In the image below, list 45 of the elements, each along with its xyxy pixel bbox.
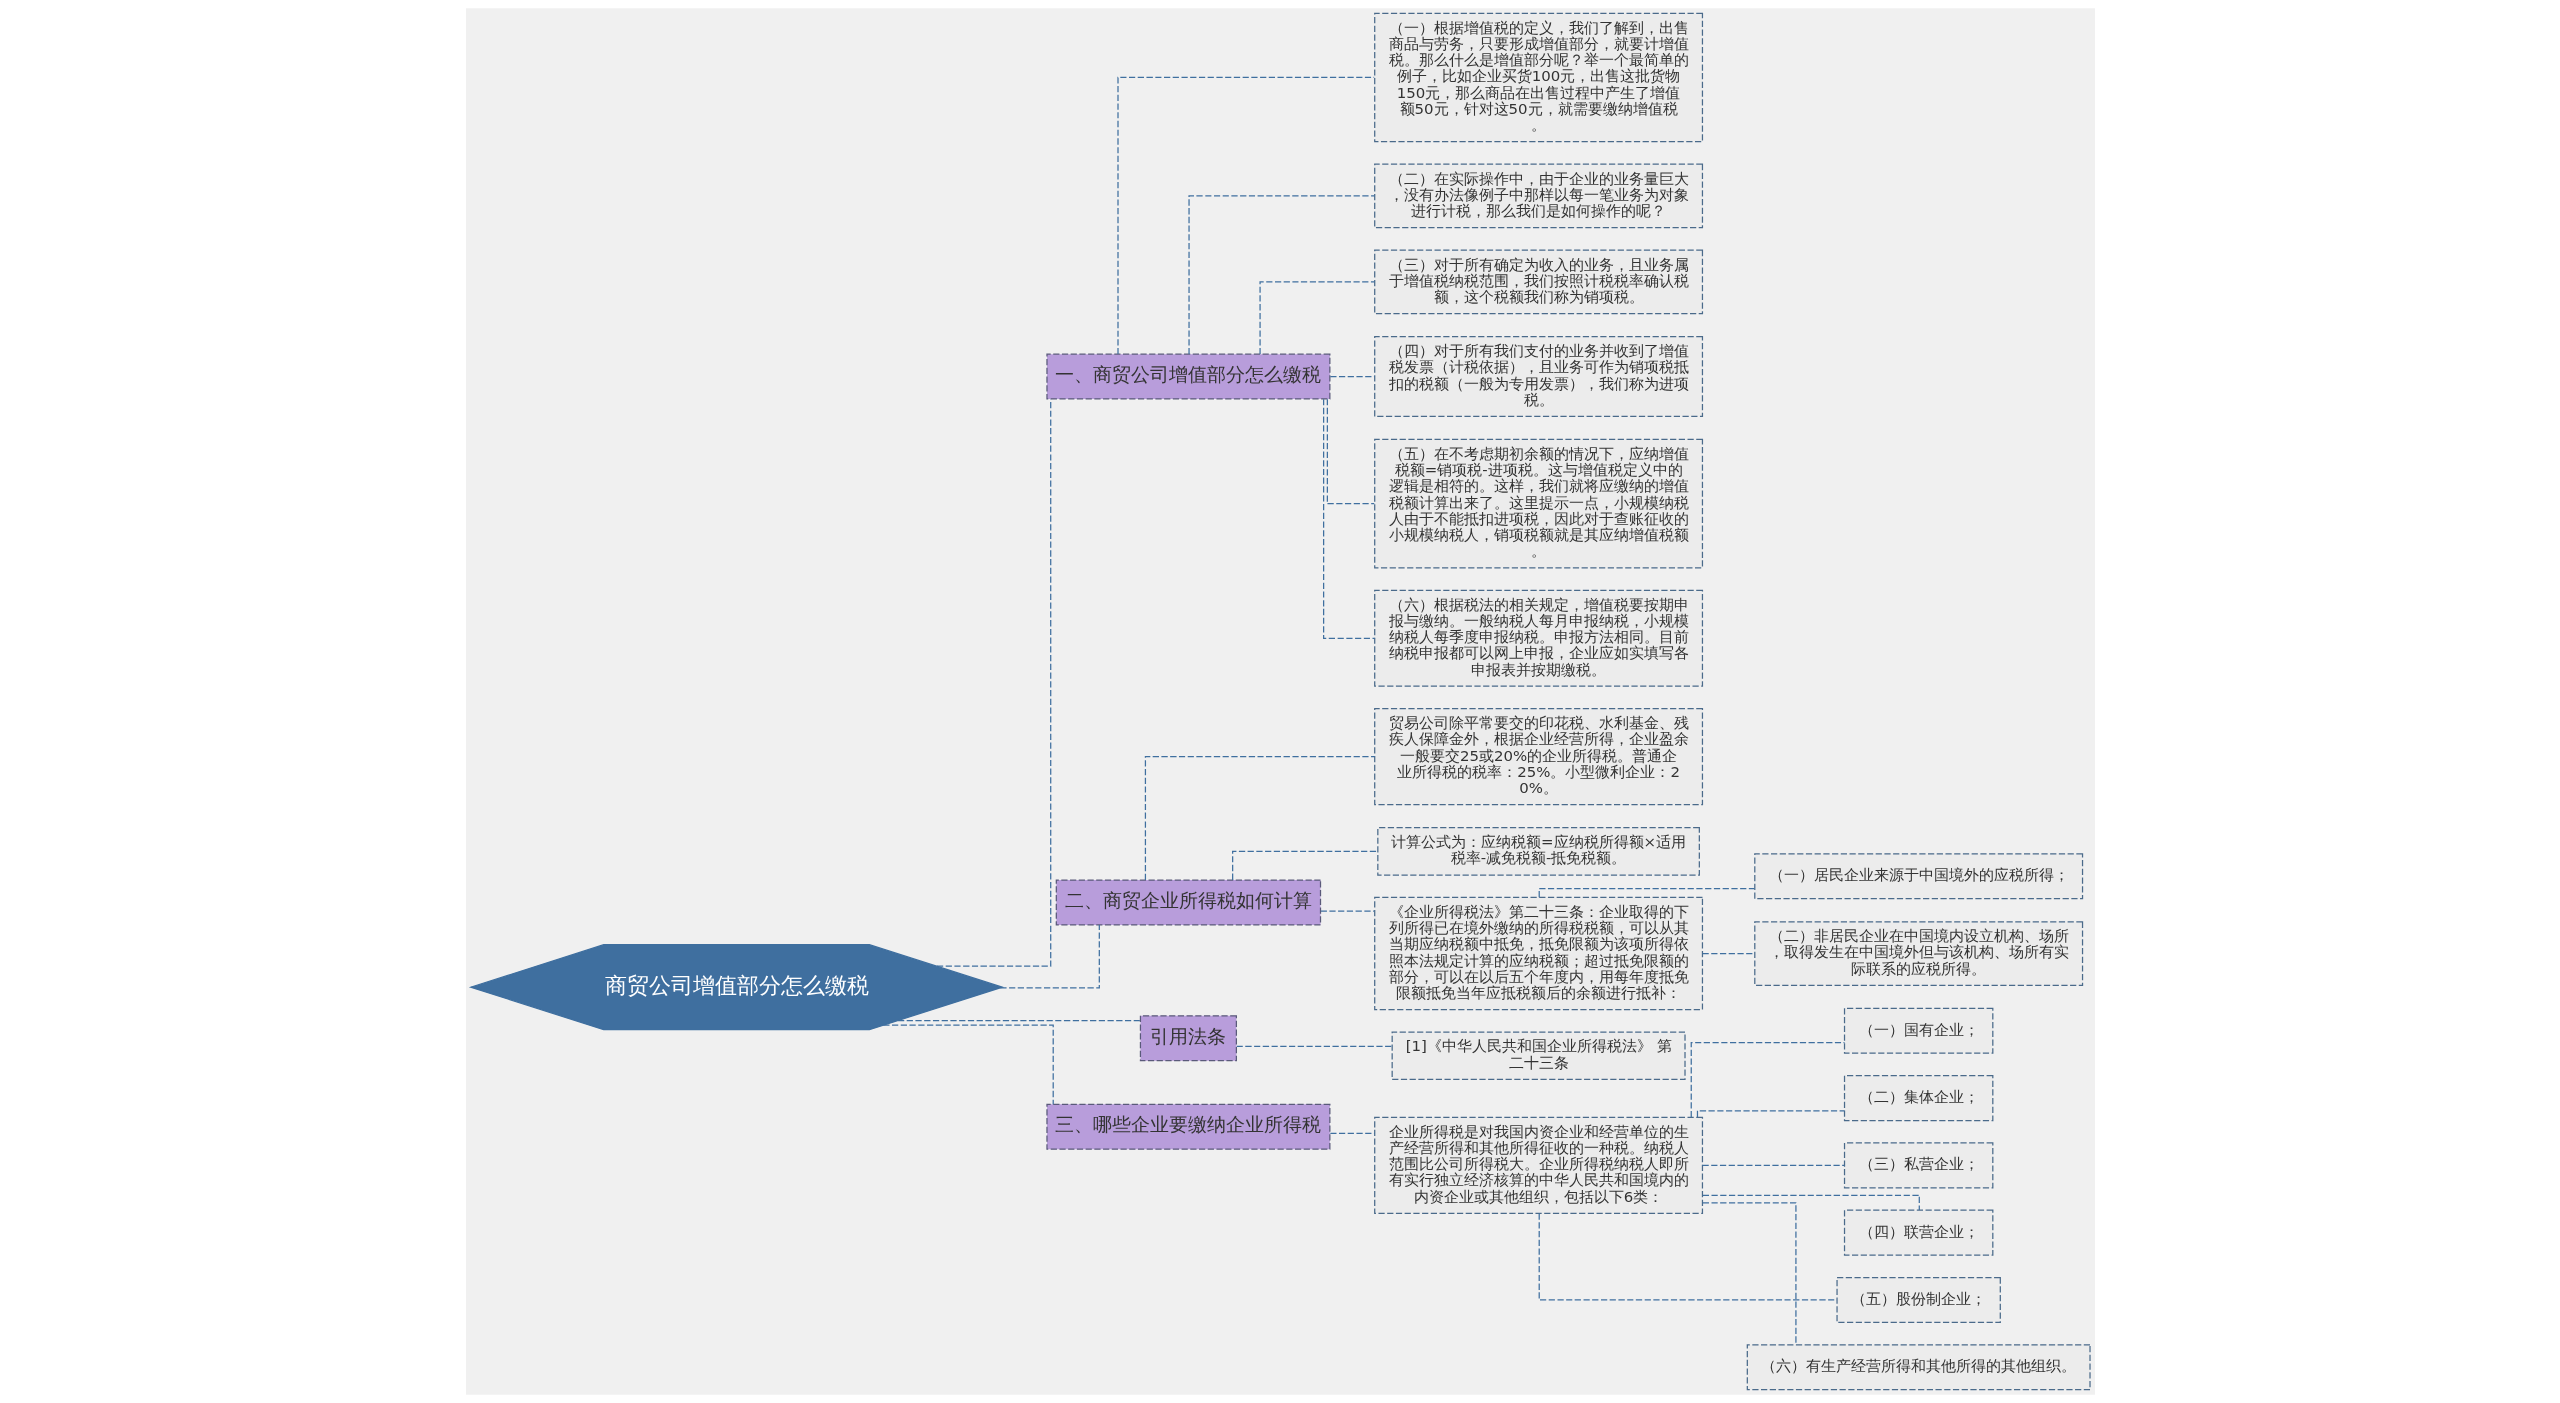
connector [1326,398,1375,505]
node-box: （二）在实际操作中，由于企业的业务量巨大，没有办法像例子中那样以每一笔业务为对象进行计税，那么我们是如何操作的呢？ [1373,163,1703,229]
node-box: （五）股份制企业； [1835,1276,2001,1324]
connector [882,1024,1054,1105]
connector [1116,76,1375,355]
node-box: 一、商贸公司增值部分怎么缴税 [1045,353,1330,400]
node-box: （六）有生产经营所得和其他所得的其他组织。 [1746,1344,2091,1391]
connector [1329,1132,1375,1134]
connector [999,924,1100,989]
connector [935,398,1051,967]
connector [1538,888,1755,898]
node-box: 贸易公司除平常要交的印花税、水利基金、残疾人保障金外，根据企业经营所得，企业盈余一般要交25或20%的企业所得税。普通企业所得税的税率：25%。小型微利企业：20%。 [1373,708,1703,806]
node-box: 计算公式为：应纳税额=应纳税所得额×适用税率-减免税额-抵免税额。 [1376,827,1700,876]
connector [1538,1212,1837,1301]
node-box: 《企业所得税法》第二十三条：企业取得的下列所得已在境外缴纳的所得税税额，可以从其当期应纳税额中抵免，抵免限额为该项所得依照本法规定计算的应纳税额；超过抵免限额的部分，可以在以后五个年度内，用每年度抵免限额抵免当年应抵税额后的余额进行抵补： [1373,896,1703,1011]
connector [1701,1164,1845,1166]
node-box: [1]《中华人民共和国企业所得税法》 第二十三条 [1391,1031,1686,1081]
node-box: （三）私营企业； [1843,1142,1993,1189]
node-box: （三）对于所有确定为收入的业务，且业务属于增值税纳税范围，我们按照计税税率确认税额，这个税额我们称为销项税。 [1373,249,1703,315]
connector [1701,1202,1797,1346]
connector [1329,375,1375,378]
connector [896,1019,1141,1022]
node-box: 企业所得税是对我国内资企业和经营单位的生产经营所得和其他所得征收的一种税。纳税人范围比公司所得税大。企业所得税纳税人即所有实行独立经济核算的中华人民共和国境内的内资企业或其他组织，包括以下6类： [1373,1116,1703,1214]
node-box: 引用法条 [1139,1015,1237,1062]
connector [1690,1042,1845,1118]
connector [1322,398,1375,639]
connector [1696,1110,1845,1118]
node-box: （一）根据增值税的定义，我们了解到，出售商品与劳务，只要形成增值部分，就要计增值税。那么什么是增值部分呢？举一个最简单的例子，比如企业买货100元，出售这批货物150元，那么商品在出售过程中产生了增值额50元，针对这50元，就需要缴纳增值税。 [1373,12,1703,143]
node-box: （五）在不考虑期初余额的情况下，应纳增值税额=销项税-进项税。这与增值税定义中的逻辑是相符的。这样，我们就将应缴纳的增值税额计算出来了。这里提示一点，小规模纳税人由于不能抵扣进项税，因此对于查账征收的小规模纳税人，销项税额就是其应纳增值税额。 [1373,438,1703,569]
connector [1258,281,1375,355]
node-box: （一）居民企业来源于中国境外的应税所得； [1753,853,2083,900]
node-box: （一）国有企业； [1843,1007,1993,1054]
connector [1701,952,1755,955]
node-box: （二）非居民企业在中国境内设立机构、场所，取得发生在中国境外但与该机构、场所有实际联系的应税所得。 [1753,921,2083,986]
node-box: 三、哪些企业要缴纳企业所得税 [1045,1103,1330,1150]
connector [1235,1045,1393,1047]
connector [1319,910,1375,912]
connector [1187,195,1375,355]
node-box: （四）联营企业； [1843,1209,1993,1256]
node-box: 二、商贸企业所得税如何计算 [1055,879,1321,926]
node-box: （六）根据税法的相关规定，增值税要按期申报与缴纳。一般纳税人每月申报纳税，小规模纳税人每季度申报纳税。申报方法相同。目前纳税申报都可以网上申报，企业应如实填写各申报表并按期缴税。 [1373,589,1703,687]
node-box: （四）对于所有我们支付的业务并收到了增值税发票（计税依据），且业务可作为销项税抵扣的税额（一般为专用发票），我们称为进项税。 [1373,336,1703,418]
node-box: （二）集体企业； [1843,1075,1993,1122]
connector [1144,756,1375,881]
connector [1701,1194,1920,1211]
